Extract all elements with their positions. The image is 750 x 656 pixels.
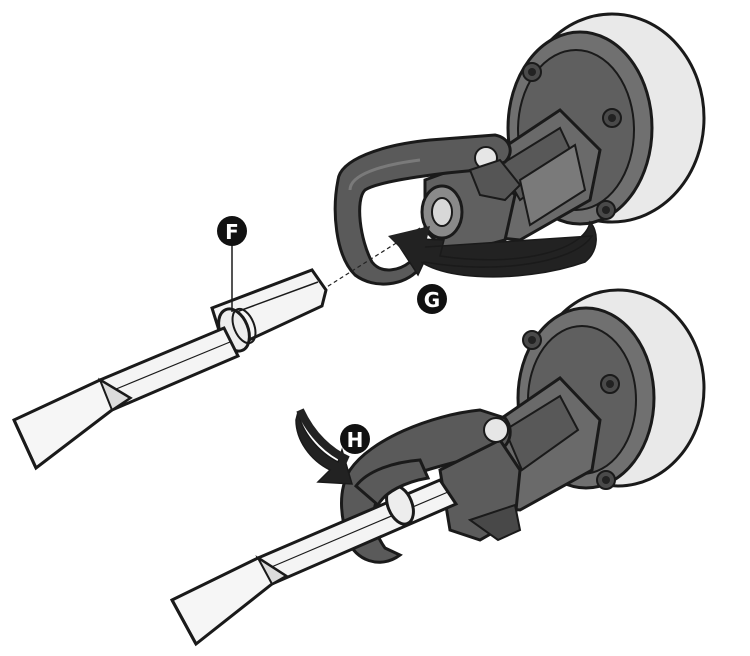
insertion-guide-line bbox=[321, 227, 421, 291]
callout-g-label: G bbox=[424, 288, 440, 312]
rotation-arrow-g bbox=[388, 220, 597, 278]
callout-h-label: H bbox=[347, 428, 364, 452]
handle-loop-bottom bbox=[340, 408, 522, 564]
callout-f: F bbox=[217, 216, 247, 246]
callout-f-label: F bbox=[225, 220, 239, 244]
chisel-loose bbox=[12, 244, 328, 471]
callout-g: G bbox=[417, 284, 447, 314]
chisel-inserted bbox=[169, 478, 459, 647]
tool-head-bottom bbox=[169, 288, 706, 647]
handle-front-bottom bbox=[353, 458, 431, 508]
callout-h: H bbox=[340, 424, 370, 454]
rotation-arrow-h bbox=[295, 408, 354, 485]
tool-head-top bbox=[321, 12, 706, 291]
handle-loop-top bbox=[333, 133, 522, 286]
